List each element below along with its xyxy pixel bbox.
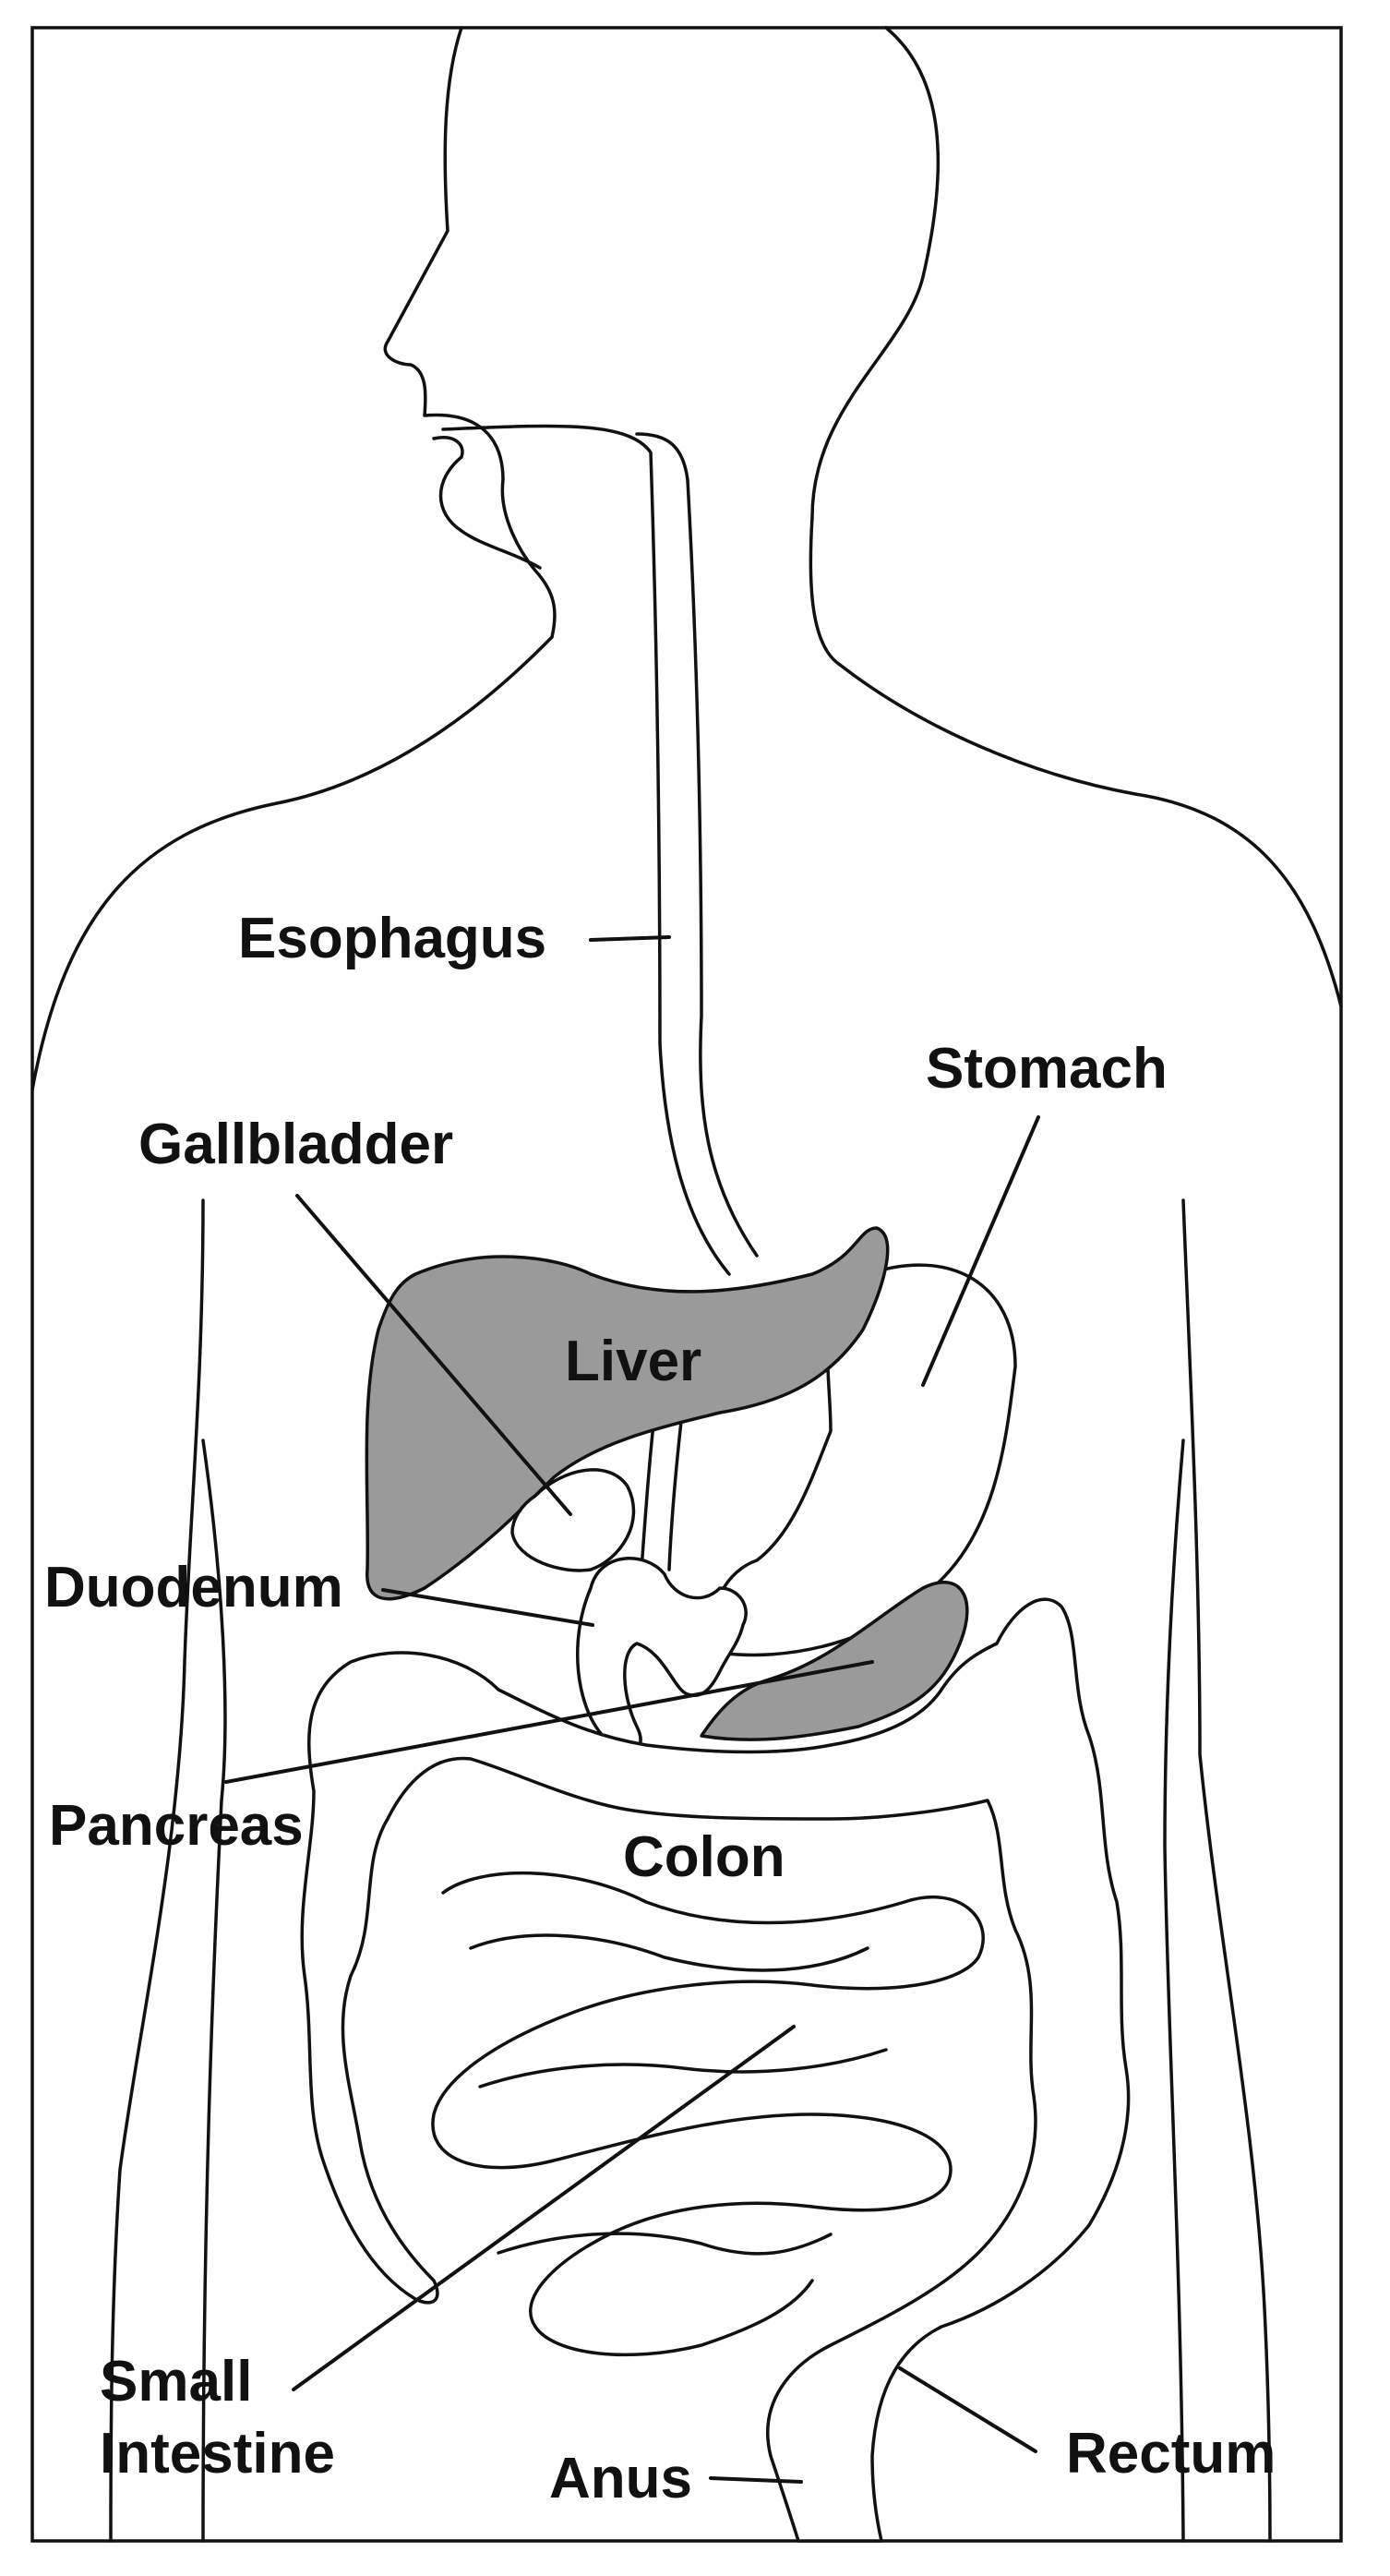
esophagus-leader: [589, 935, 671, 942]
chin-outline: [432, 436, 542, 570]
esophagus-tube-outer: [635, 432, 759, 1258]
left-shoulder-outline: [30, 635, 554, 1091]
liver: [365, 1226, 890, 1601]
right-shoulder-outline: [838, 663, 1343, 1008]
label-esophagus: Esophagus: [238, 907, 546, 970]
small-intestine-inner-loop: [469, 1933, 888, 2256]
right-arm-inner: [1163, 1438, 1185, 2543]
esophagus-tube-inner: [441, 424, 731, 1276]
label-liver: Liver: [565, 1330, 701, 1393]
head-outline: [383, 26, 557, 639]
small-intestine-leader: [292, 2025, 796, 2391]
stomach: [712, 1263, 1017, 1657]
right-arm-outer: [1181, 1198, 1272, 2543]
stomach-leader: [921, 1115, 1040, 1387]
label-gallbladder: Gallbladder: [138, 1113, 453, 1176]
label-stomach: Stomach: [926, 1037, 1168, 1101]
left-arm-outer: [109, 1198, 205, 2543]
pancreas-leader: [224, 1660, 874, 1784]
label-anus: Anus: [549, 2447, 692, 2510]
label-colon: Colon: [623, 1825, 785, 1889]
gallbladder-leader: [295, 1194, 572, 1516]
label-rectum: Rectum: [1066, 2422, 1276, 2486]
back-of-head-outline: [809, 26, 941, 667]
label-small-intestine-line2: Intestine: [100, 2422, 335, 2486]
duodenum-leader: [381, 1588, 594, 1627]
pancreas: [700, 1581, 969, 1741]
label-small-intestine-line1: Small: [100, 2350, 252, 2413]
label-pancreas: Pancreas: [49, 1794, 304, 1858]
left-arm-inner: [201, 1438, 227, 2543]
diagram-frame: [30, 26, 1343, 2543]
gallbladder: [510, 1468, 636, 1572]
rectum-leader: [898, 2366, 1037, 2453]
small-intestine: [431, 1871, 985, 2357]
anus-leader: [709, 2476, 803, 2484]
colon: [300, 1597, 1131, 2543]
label-duodenum: Duodenum: [44, 1556, 343, 1619]
